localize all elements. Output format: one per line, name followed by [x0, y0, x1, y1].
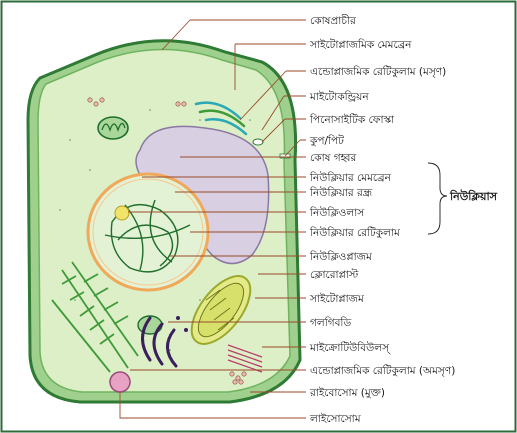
- label-nuclear-reticulum: নিউক্লিয়ার রেটিকুলাম: [309, 226, 401, 239]
- label-chloroplast: ক্লোরোপ্লাস্ট: [310, 268, 360, 281]
- label-cell-wall: কোষপ্রাচীর: [310, 14, 357, 27]
- label-nucleus-group: নিউক্লিয়াস: [449, 189, 498, 203]
- lysosome: [110, 372, 130, 392]
- label-cytoplasmic-membrane: সাইটোপ্লাজমিক মেমব্রেন: [309, 38, 412, 51]
- label-pinocytotic-vesicle: পিনোসাইটিক ফোস্কা: [309, 113, 395, 126]
- label-smooth-er: এন্ডোপ্লাজমিক রেটিকুলাম (মসৃণ): [310, 65, 446, 78]
- label-nucleoplasm: নিউক্লিওপ্লাজম: [309, 250, 373, 263]
- label-ribosome: রাইবোসোম (মুক্ত): [309, 386, 385, 399]
- pinocytotic-vesicle: [253, 139, 263, 145]
- mitochondrion: [98, 117, 128, 139]
- label-pit: কুপ/পিট: [309, 134, 345, 147]
- label-vacuole: কোষ গহ্বর: [310, 152, 357, 164]
- nucleolus: [115, 206, 129, 220]
- label-lysosome: লাইসোসোম: [309, 412, 362, 425]
- label-rough-er: এন্ডোপ্লাজমিক রেটিকুলাম (অমসৃণ): [310, 364, 455, 377]
- label-mitochondria: মাইটোকন্ড্রিয়ন: [309, 90, 369, 103]
- label-microtubule: মাইক্রোটিউবিউলস্: [309, 341, 391, 354]
- label-nuclear-pore: নিউক্লিয়ার রন্ধ্র: [309, 186, 373, 199]
- label-nuclear-membrane: নিউক্লিয়ার মেমব্রেন: [309, 171, 392, 184]
- label-nucleolus: নিউক্লিওলাস: [309, 206, 365, 219]
- label-golgi: গলগিবডি: [310, 316, 352, 329]
- label-cytoplasm: সাইটোপ্লাজম: [309, 292, 365, 305]
